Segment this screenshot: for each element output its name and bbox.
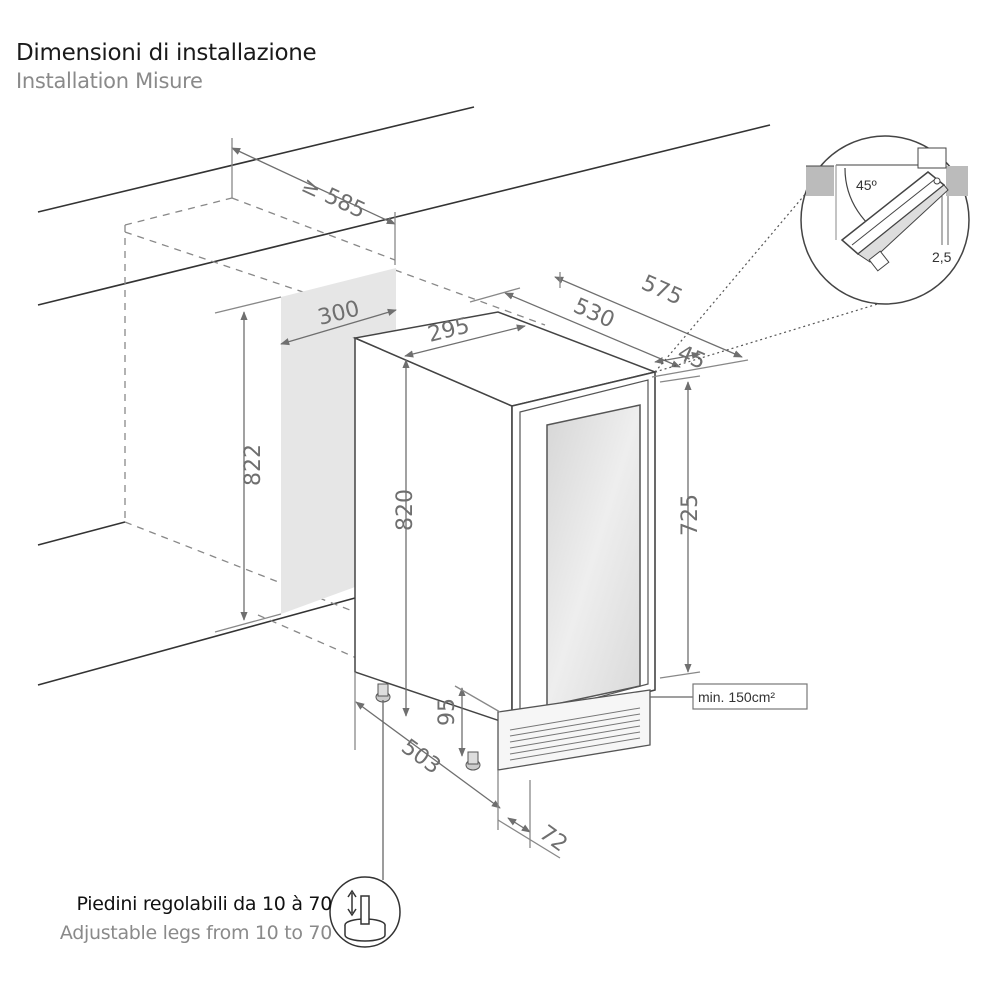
dim-label-575: 575 xyxy=(638,271,687,311)
foot-front xyxy=(465,751,481,771)
dim-label-45: 45 xyxy=(674,341,710,375)
dim-label-530: 530 xyxy=(570,294,619,334)
dim-label-585: ≥ 585 xyxy=(297,173,369,224)
dim-label-820: 820 xyxy=(393,489,418,531)
dim-line-585 xyxy=(231,147,396,225)
dim-line-45 xyxy=(654,351,701,365)
adjustable-legs-icon xyxy=(329,876,401,948)
dim-line-72 xyxy=(507,817,531,833)
title-english: Installation Misure xyxy=(16,69,203,93)
cooler-door-inner xyxy=(519,379,649,719)
ventilation-grille xyxy=(509,707,641,761)
dim-line-575 xyxy=(554,276,743,358)
dim-line-300 xyxy=(280,308,397,346)
foot-back xyxy=(375,683,391,703)
ventilation-label-box xyxy=(692,683,808,710)
dim-label-95: 95 xyxy=(435,698,460,726)
title-italian: Dimensioni di installazione xyxy=(16,40,317,66)
dim-label-725: 725 xyxy=(678,494,703,536)
legs-label-english: Adjustable legs from 10 to 70 xyxy=(59,922,332,944)
wine-cooler xyxy=(352,311,658,771)
detail-callout: 45º 2,5 xyxy=(654,135,970,373)
dim-label-822: 822 xyxy=(241,444,266,486)
cooler-glass xyxy=(546,404,641,707)
legs-label-italian: Piedini regolabili da 10 à 70 xyxy=(76,893,333,915)
dim-label-72: 72 xyxy=(534,821,571,858)
detail-gap-label: 2,5 xyxy=(932,249,952,265)
dim-line-503 xyxy=(355,701,501,809)
detail-angle-label: 45º xyxy=(856,177,877,193)
dim-label-503: 503 xyxy=(396,735,445,780)
ventilation-label: min. 150cm² xyxy=(698,689,775,705)
